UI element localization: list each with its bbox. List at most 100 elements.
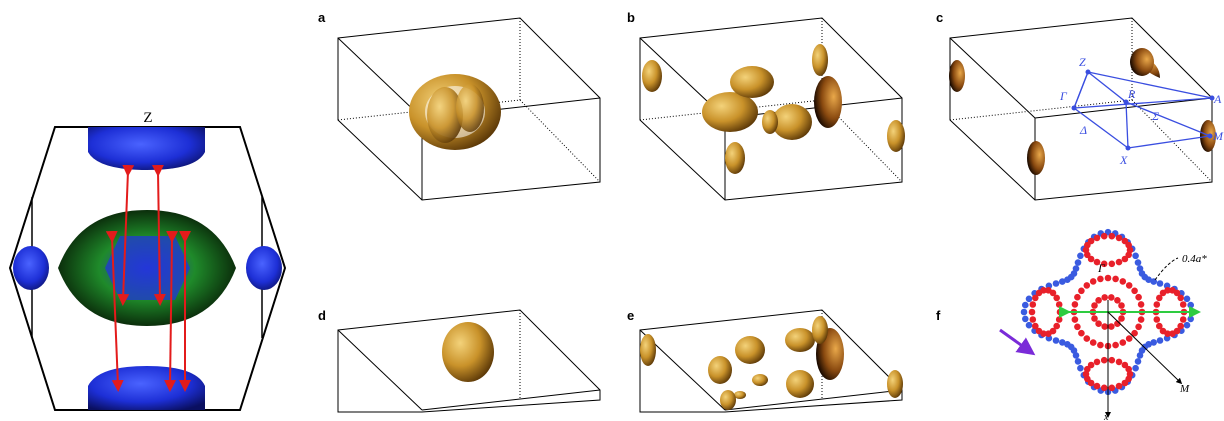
contour-dot-red bbox=[1100, 356, 1108, 364]
panel-f: f Γ 0.4a* M x bbox=[936, 228, 1207, 421]
x-axis-label: x bbox=[1103, 412, 1109, 421]
contour-dot-blue bbox=[1077, 364, 1084, 372]
contour-dot-red bbox=[1173, 289, 1181, 297]
contour-dot-blue bbox=[1072, 265, 1080, 272]
contour-dot-red bbox=[1137, 301, 1145, 308]
contour-dot-red bbox=[1083, 282, 1091, 289]
contour-dot-red bbox=[1135, 323, 1142, 331]
contour-dot-blue bbox=[1187, 315, 1194, 323]
panel-c: c Z Γ R A Σ bbox=[936, 10, 1224, 201]
contour-dot-red bbox=[1029, 316, 1037, 323]
contour-dot-red bbox=[1084, 365, 1091, 373]
contour-dot-red bbox=[1095, 320, 1102, 328]
contour-dot-red bbox=[1179, 301, 1187, 308]
point-Sigma-label: Σ bbox=[1151, 109, 1159, 123]
panel-a: a bbox=[318, 10, 601, 201]
contour-dot-red bbox=[1112, 275, 1119, 283]
contour-dot-red bbox=[1121, 237, 1129, 245]
contour-dot-red bbox=[1074, 293, 1081, 301]
contour-dot-red bbox=[1121, 255, 1129, 263]
panel-c-label: c bbox=[936, 10, 943, 25]
panel-b-surfaces bbox=[642, 44, 905, 174]
contour-dot-red bbox=[1119, 339, 1127, 346]
contour-dot-red bbox=[1125, 241, 1132, 249]
panel-a-surface bbox=[409, 74, 501, 150]
radius-leader-line bbox=[1154, 257, 1179, 281]
contour-dot-blue bbox=[1156, 337, 1164, 344]
panel-e-label: e bbox=[627, 308, 634, 323]
contour-dot-red bbox=[1101, 294, 1108, 301]
contour-dot-red bbox=[1056, 308, 1064, 316]
contour-dot-red bbox=[1053, 294, 1060, 302]
contour-dot-blue bbox=[1025, 321, 1033, 329]
contour-dot-blue bbox=[1025, 295, 1033, 303]
contour-dot-red bbox=[1125, 375, 1132, 383]
panel-e-box bbox=[639, 309, 903, 413]
contour-dot-blue bbox=[1150, 339, 1157, 346]
contour-dot-red bbox=[1053, 322, 1060, 330]
contour-dot-red bbox=[1108, 260, 1116, 268]
contour-dot-red bbox=[1137, 316, 1145, 323]
contour-dot-red bbox=[1115, 382, 1123, 390]
contour-dot-blue bbox=[1134, 259, 1142, 266]
panel-f-label: f bbox=[936, 308, 941, 323]
point-M-label: M bbox=[1212, 129, 1224, 143]
contour-dot-red bbox=[1097, 275, 1104, 283]
panel-b: b bbox=[627, 10, 905, 201]
contour-dot-red bbox=[1125, 251, 1132, 259]
contour-dot-red bbox=[1177, 322, 1184, 330]
right-blue-pocket bbox=[246, 246, 282, 290]
contour-dot-red bbox=[1097, 341, 1104, 349]
panel-c-bz-path bbox=[1073, 71, 1213, 149]
contour-dot-red bbox=[1108, 232, 1116, 240]
nesting-arrow-1 bbox=[105, 230, 124, 392]
contour-dot-red bbox=[1093, 258, 1101, 266]
contour-dot-red bbox=[1083, 335, 1091, 342]
nesting-arrow-2 bbox=[117, 164, 135, 306]
contour-dot-red bbox=[1125, 282, 1133, 289]
contour-dot-red bbox=[1032, 294, 1039, 302]
contour-dot-red bbox=[1121, 379, 1129, 387]
contour-dot-red bbox=[1156, 322, 1163, 330]
m-axis-label: M bbox=[1179, 383, 1190, 395]
contour-dot-red bbox=[1108, 356, 1116, 364]
panel-e-surfaces bbox=[640, 316, 903, 410]
nesting-arrow-3 bbox=[151, 164, 166, 306]
panel-d-box bbox=[337, 309, 601, 413]
contour-dot-red bbox=[1108, 294, 1115, 301]
contour-dot-blue bbox=[1134, 358, 1142, 365]
panel-e: e bbox=[627, 308, 903, 413]
contour-dot-red bbox=[1087, 379, 1095, 387]
panel-d-surface bbox=[442, 322, 494, 382]
contour-dot-blue bbox=[1020, 308, 1028, 316]
contour-dot-blue bbox=[1064, 341, 1071, 348]
contour-dot-red bbox=[1087, 361, 1095, 369]
nesting-arrow-4 bbox=[164, 230, 179, 392]
contour-dot-red bbox=[1131, 287, 1138, 295]
contour-dot-blue bbox=[1132, 364, 1139, 372]
panel-b-box bbox=[639, 17, 903, 201]
contour-dot-red bbox=[1169, 330, 1176, 338]
contour-dot-red bbox=[1032, 322, 1039, 330]
contour-dot-red bbox=[1153, 316, 1161, 323]
contour-dot-blue bbox=[1187, 301, 1194, 309]
contour-dot-red bbox=[1112, 341, 1119, 349]
contour-dot-red bbox=[1095, 297, 1102, 304]
contour-dot-blue bbox=[1059, 339, 1066, 346]
contour-dot-blue bbox=[1183, 295, 1191, 303]
contour-dot-red bbox=[1131, 329, 1138, 337]
contour-dot-red bbox=[1028, 308, 1036, 316]
contour-dot-blue bbox=[1022, 301, 1029, 309]
point-X-label: X bbox=[1119, 153, 1128, 167]
contour-dot-red bbox=[1135, 293, 1142, 301]
contour-dot-red bbox=[1093, 358, 1101, 366]
contour-dot-red bbox=[1089, 339, 1097, 346]
bottom-blue-pocket bbox=[88, 366, 205, 410]
contour-dot-red bbox=[1074, 323, 1081, 331]
contour-dot-red bbox=[1118, 315, 1125, 322]
top-blue-pocket bbox=[88, 127, 205, 170]
panel-c-pockets bbox=[949, 48, 1216, 175]
central-blue-core bbox=[105, 236, 190, 300]
contour-dot-red bbox=[1049, 289, 1057, 297]
